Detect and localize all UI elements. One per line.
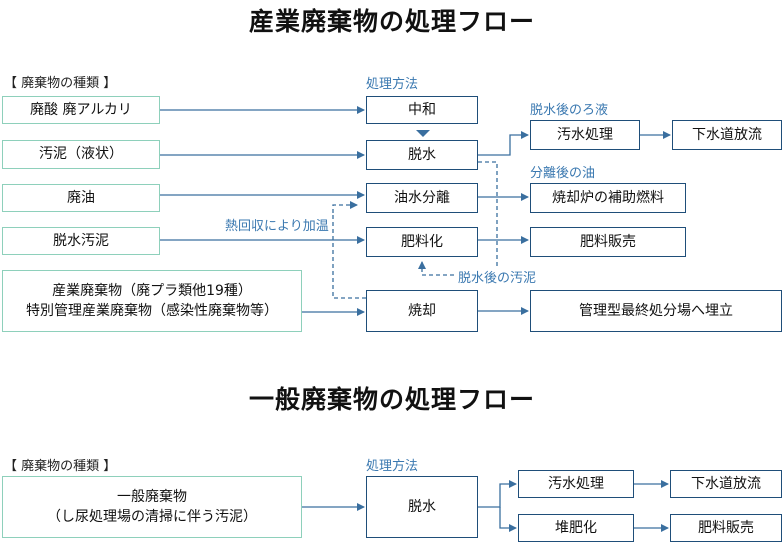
source-sludge-liquid: 汚泥（液状） [2,140,160,169]
industrial-flow-title: 産業廃棄物の処理フロー [248,7,535,36]
annotation-separated-oil: 分離後の油 [530,166,596,181]
method-composting: 肥料化 [366,227,478,257]
triangle-neutralize-to-dewater [416,130,430,137]
method-oil-separation: 油水分離 [366,183,478,213]
general-output-composting: 堆肥化 [518,514,634,542]
dewatered-sludge-line [418,161,498,276]
general-types-heading: 【 廃棄物の種類 】 [4,459,117,474]
method-dewater: 脱水 [366,140,478,170]
source-plastics-line1: 産業廃棄物（廃プラ類他19種） [52,282,252,299]
general-output-fertilizer-sales: 肥料販売 [670,514,782,542]
output-sewage-treatment: 汚水処理 [530,120,640,150]
heat-recovery-arrow [332,201,358,213]
output-landfill: 管理型最終処分場へ埋立 [530,290,782,332]
output-incinerator-fuel: 焼却炉の補助燃料 [530,183,686,213]
annotation-dewatered-sludge: 脱水後の汚泥 [456,267,539,286]
general-source: 一般廃棄物 （し尿処理場の清掃に伴う汚泥） [2,476,302,538]
general-source-line2: （し尿処理場の清掃に伴う汚泥） [47,509,257,525]
source-plastics-line2: 特別管理産業廃棄物（感染性廃棄物等） [26,303,278,319]
annotation-heat-recovery: 熱回収により加温 [223,215,331,234]
general-output-sewage-treatment: 汚水処理 [518,470,634,498]
industrial-types-heading: 【 廃棄物の種類 】 [4,76,117,91]
arrow-general-dewater-to-sewage [478,480,517,508]
arrow-dewater-to-sewage [478,131,529,156]
method-incineration: 焼却 [366,290,478,332]
general-method-dewater: 脱水 [366,476,478,538]
source-plastics-special: 産業廃棄物（廃プラ類他19種） 特別管理産業廃棄物（感染性廃棄物等） [2,270,302,332]
industrial-method-heading: 処理方法 [366,77,419,92]
method-neutralize: 中和 [366,96,478,124]
heat-recovery-line [332,213,366,299]
general-output-sewer-discharge: 下水道放流 [670,470,782,498]
annotation-filtrate: 脱水後のろ液 [530,103,609,118]
source-waste-oil: 廃油 [2,184,160,212]
general-method-heading: 処理方法 [366,459,419,474]
output-sewer-discharge: 下水道放流 [672,120,782,150]
source-acid-alkali: 廃酸 廃アルカリ [2,96,160,124]
output-fertilizer-sales: 肥料販売 [530,227,686,257]
general-source-line1: 一般廃棄物 [117,488,187,505]
source-dewatered-sludge: 脱水汚泥 [2,227,160,255]
general-flow-title: 一般廃棄物の処理フロー [248,385,535,414]
arrow-general-dewater-to-compost [499,507,517,532]
